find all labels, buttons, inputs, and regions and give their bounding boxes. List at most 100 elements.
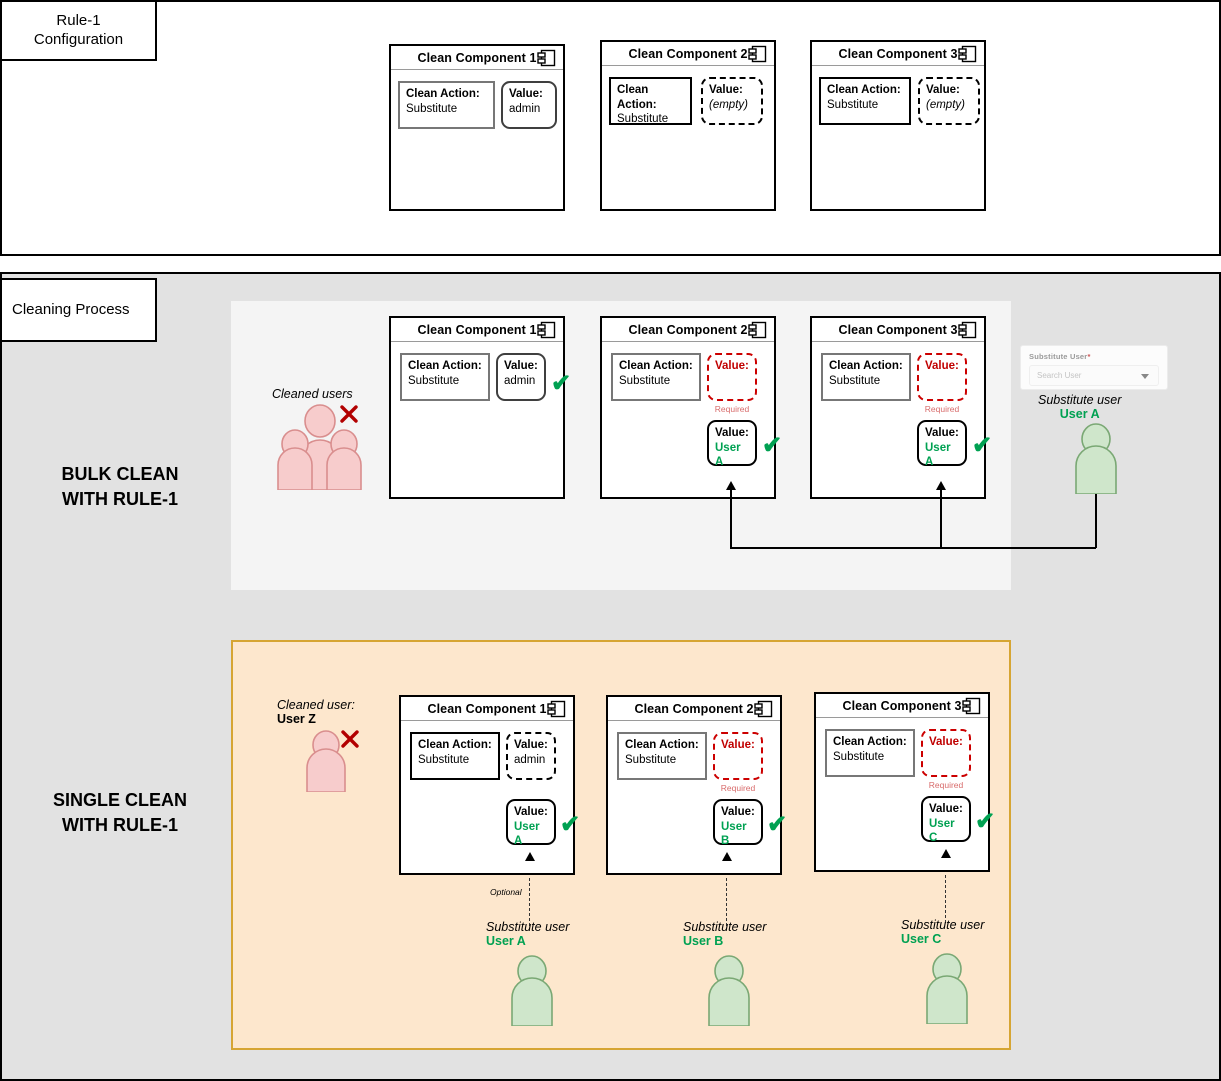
component-title: Clean Component 2 <box>634 701 754 716</box>
resolved-value-text: User A <box>514 820 540 848</box>
arrowhead-single-2 <box>722 852 732 861</box>
cleaning-process-label-text: Cleaning Process <box>12 300 130 318</box>
uml-component-icon <box>958 321 978 339</box>
check-icon: ✔ <box>551 370 572 397</box>
clean-action-box: Clean Action: Substitute <box>825 729 915 777</box>
component-header: Clean Component 2 <box>602 42 774 66</box>
check-icon: ✔ <box>975 808 996 835</box>
value-box: Value: admin <box>496 353 546 401</box>
substitute-user-search-input[interactable]: Search User <box>1029 365 1159 386</box>
substitute-user-dropdown[interactable]: Substitute User* Search User <box>1020 345 1168 390</box>
clean-action-value: Substitute <box>418 753 470 766</box>
uml-component-icon <box>547 700 567 718</box>
substitute-user-icon-1 <box>508 955 556 1031</box>
component-title: Clean Component 1 <box>417 322 537 337</box>
check-icon: ✔ <box>560 811 581 838</box>
connector-horizontal <box>730 547 1096 549</box>
cleaned-user-icon <box>303 730 349 797</box>
component-title: Clean Component 3 <box>838 322 958 337</box>
chevron-down-icon[interactable] <box>1141 374 1149 379</box>
single-substitute-caption-3: Substitute user User C <box>901 918 984 946</box>
value-text: admin <box>504 374 536 387</box>
resolved-value-text: User B <box>721 820 747 848</box>
clean-action-value: Substitute <box>833 750 885 763</box>
bulk-substitute-name: User A <box>1059 407 1100 421</box>
required-value-label: Value: <box>925 360 959 372</box>
required-value-box: Value: <box>707 353 757 401</box>
arrowhead-component-3 <box>936 481 946 490</box>
arrowhead-single-3 <box>941 849 951 858</box>
required-note-text: Required <box>720 783 756 793</box>
single-substitute-caption-text-3: Substitute user <box>901 918 985 932</box>
substitute-user-icon-3 <box>923 953 971 1029</box>
dashed-connector-1 <box>529 878 530 926</box>
connector-user-a-down <box>1095 494 1097 548</box>
substitute-user-dropdown-label: Substitute User* <box>1029 352 1159 361</box>
uml-component-icon <box>958 45 978 63</box>
connector-up-component-2 <box>730 489 732 548</box>
clean-action-box: Clean Action: Substitute <box>821 353 911 401</box>
resolved-value-label: Value: <box>929 803 963 815</box>
bulk-cleaned-caption-text: Cleaned users <box>272 387 353 401</box>
value-box: Value: (empty) <box>701 77 763 125</box>
config-component-3: Clean Component 3 Clean Action: Substitu… <box>810 40 986 211</box>
single-component-2: Clean Component 2 Clean Action: Substitu… <box>606 695 787 875</box>
clean-action-label: Clean Action: <box>827 84 901 96</box>
dashed-connector-2 <box>726 878 727 926</box>
value-label: Value: <box>514 739 548 751</box>
rule-config-label: Rule-1 Configuration <box>0 0 157 61</box>
resolved-value-label: Value: <box>514 806 548 818</box>
resolved-value-box: Value: User A <box>707 420 757 468</box>
single-component-3: Clean Component 3 Clean Action: Substitu… <box>814 692 995 872</box>
required-value-box: Value: <box>921 729 971 777</box>
component-header: Clean Component 3 <box>816 694 988 718</box>
resolved-value-box: Value: User C <box>921 796 971 844</box>
component-header: Clean Component 1 <box>391 46 563 70</box>
clean-action-value: Substitute <box>625 753 677 766</box>
value-label: Value: <box>509 88 543 100</box>
resolved-value-text: User A <box>715 441 741 469</box>
value-label: Value: <box>709 84 743 96</box>
uml-component-icon <box>748 321 768 339</box>
single-substitute-caption-2: Substitute user User B <box>683 920 766 948</box>
arrowhead-component-2 <box>726 481 736 490</box>
clean-action-box: Clean Action: Substitute <box>611 353 701 401</box>
required-value-label: Value: <box>929 736 963 748</box>
clean-action-value: Substitute <box>827 98 879 111</box>
substitute-user-icon-2 <box>705 955 753 1031</box>
component-title: Clean Component 3 <box>838 46 958 61</box>
dashed-connector-3 <box>945 875 946 923</box>
clean-action-box: Clean Action: Substitute <box>398 81 495 129</box>
config-component-2: Clean Component 2 Clean Action: Substitu… <box>600 40 776 211</box>
clean-action-label: Clean Action: <box>406 88 480 100</box>
arrowhead-single-1 <box>525 852 535 861</box>
single-component-1: Clean Component 1 Clean Action: Substitu… <box>399 695 580 875</box>
component-title: Clean Component 2 <box>628 46 748 61</box>
connector-up-component-3 <box>940 489 942 548</box>
bulk-cleaned-x-icon <box>340 405 358 426</box>
check-icon: ✔ <box>972 432 993 459</box>
component-header: Clean Component 2 <box>602 318 774 342</box>
component-header: Clean Component 1 <box>401 697 573 721</box>
component-title: Clean Component 2 <box>628 322 748 337</box>
clean-action-box: Clean Action: Substitute <box>617 732 707 780</box>
clean-action-box: Clean Action: Substitute <box>609 77 692 125</box>
clean-action-box: Clean Action: Substitute <box>400 353 490 401</box>
check-icon: ✔ <box>762 432 783 459</box>
component-header: Clean Component 3 <box>812 318 984 342</box>
required-value-box: Value: <box>917 353 967 401</box>
substitute-user-search-placeholder: Search User <box>1037 371 1082 380</box>
substitute-user-icon <box>1072 423 1120 499</box>
component-header: Clean Component 1 <box>391 318 563 342</box>
required-value-label: Value: <box>715 360 749 372</box>
component-title: Clean Component 3 <box>842 698 962 713</box>
clean-action-label: Clean Action: <box>829 360 903 372</box>
value-text: admin <box>509 102 541 115</box>
clean-action-label: Clean Action: <box>625 739 699 751</box>
clean-action-label: Clean Action: <box>617 84 657 111</box>
value-label: Value: <box>504 360 538 372</box>
single-cleaned-name: User Z <box>277 712 316 726</box>
single-substitute-caption-text-2: Substitute user <box>683 920 767 934</box>
uml-component-icon <box>754 700 774 718</box>
